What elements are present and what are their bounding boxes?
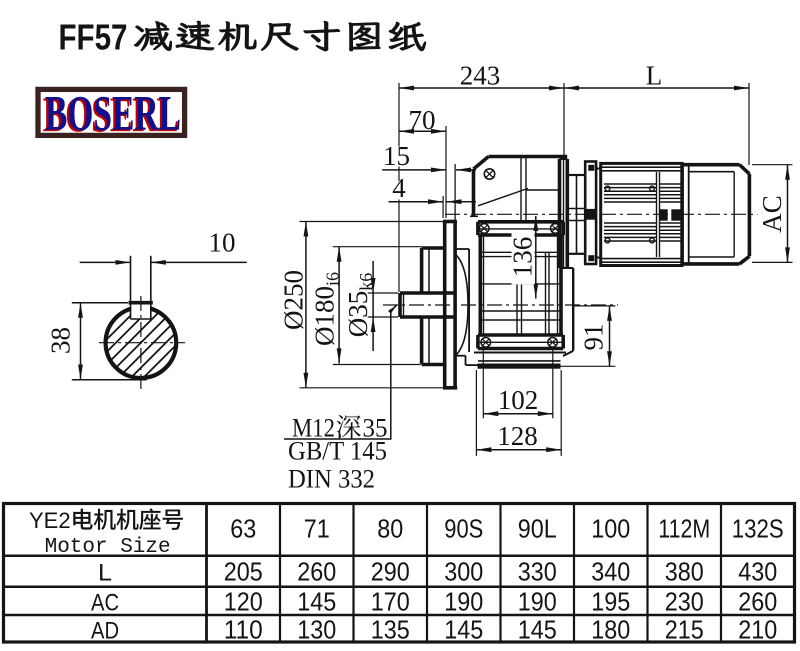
svg-text:128: 128 xyxy=(497,421,538,451)
svg-text:35: 35 xyxy=(363,414,388,443)
svg-text:430: 430 xyxy=(738,557,777,587)
svg-text:M12: M12 xyxy=(292,414,335,443)
svg-text:340: 340 xyxy=(591,557,630,587)
svg-text:110: 110 xyxy=(224,614,263,644)
svg-text:170: 170 xyxy=(371,586,410,616)
svg-text:10: 10 xyxy=(209,228,236,258)
svg-text:260: 260 xyxy=(738,586,777,616)
svg-text:70: 70 xyxy=(409,105,436,135)
svg-text:135: 135 xyxy=(371,614,410,644)
svg-text:Ø250: Ø250 xyxy=(279,270,309,330)
svg-text:190: 190 xyxy=(518,586,557,616)
svg-text:4: 4 xyxy=(392,173,406,203)
svg-text:BOSERL: BOSERL xyxy=(43,86,179,142)
svg-text:260: 260 xyxy=(297,557,336,587)
svg-text:145: 145 xyxy=(297,586,336,616)
svg-text:132S: 132S xyxy=(732,514,784,544)
svg-text:38: 38 xyxy=(46,327,76,354)
svg-text:195: 195 xyxy=(591,586,630,616)
svg-text:L: L xyxy=(98,560,112,587)
svg-text:15: 15 xyxy=(383,141,410,171)
svg-text:BOSERL: BOSERL xyxy=(45,85,181,141)
svg-text:120: 120 xyxy=(224,586,263,616)
svg-text:380: 380 xyxy=(665,557,704,587)
svg-text:112M: 112M xyxy=(658,514,710,544)
svg-text:215: 215 xyxy=(665,614,704,644)
svg-text:63: 63 xyxy=(230,514,256,544)
svg-text:230: 230 xyxy=(665,586,704,616)
svg-text:300: 300 xyxy=(444,557,483,587)
svg-text:190: 190 xyxy=(444,586,483,616)
svg-text:145: 145 xyxy=(518,614,557,644)
svg-text:130: 130 xyxy=(297,614,336,644)
svg-text:L: L xyxy=(646,61,663,91)
svg-text:91: 91 xyxy=(579,324,609,351)
svg-text:AC: AC xyxy=(757,195,787,233)
svg-text:136: 136 xyxy=(508,237,538,278)
svg-text:330: 330 xyxy=(518,557,557,587)
svg-text:205: 205 xyxy=(224,557,263,587)
svg-text:YE2: YE2 xyxy=(29,508,71,533)
svg-text:AD: AD xyxy=(91,617,119,644)
svg-text:Motor Size: Motor Size xyxy=(45,536,171,559)
svg-text:145: 145 xyxy=(444,614,483,644)
svg-text:243: 243 xyxy=(460,61,501,91)
svg-text:90L: 90L xyxy=(518,514,557,544)
svg-text:AC: AC xyxy=(91,589,119,616)
svg-text:102: 102 xyxy=(498,385,539,415)
svg-text:210: 210 xyxy=(738,614,777,644)
svg-text:100: 100 xyxy=(591,514,630,544)
svg-text:180: 180 xyxy=(591,614,630,644)
svg-text:DIN 332: DIN 332 xyxy=(288,465,375,494)
svg-text:FF57: FF57 xyxy=(59,17,128,58)
svg-text:71: 71 xyxy=(304,514,330,544)
svg-text:290: 290 xyxy=(371,557,410,587)
svg-text:80: 80 xyxy=(377,514,403,544)
svg-text:90S: 90S xyxy=(444,514,483,544)
svg-text:GB/T 145: GB/T 145 xyxy=(288,437,387,466)
